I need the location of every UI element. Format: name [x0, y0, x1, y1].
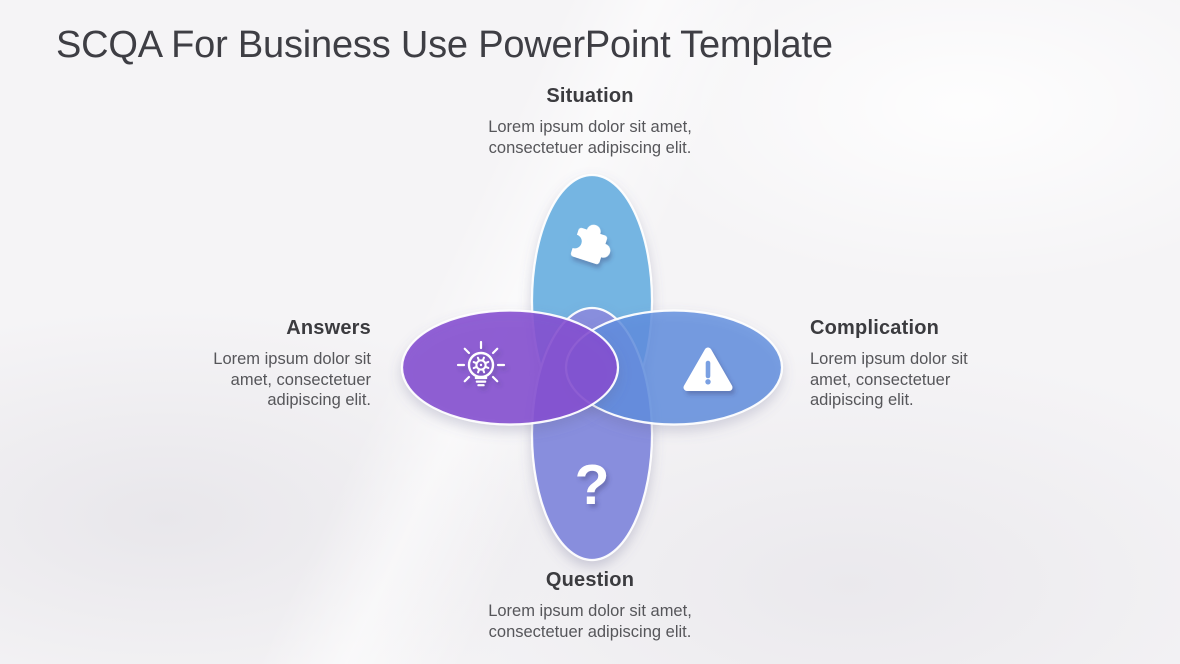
section-situation-body: Lorem ipsum dolor sit amet, consectetuer… [488, 118, 692, 157]
section-answers-body: Lorem ipsum dolor sit amet, consectetuer… [213, 350, 371, 409]
warning-triangle-icon [683, 347, 733, 391]
section-complication-label: Complication [810, 317, 940, 339]
section-complication-body: Lorem ipsum dolor sit amet, consectetuer… [810, 350, 968, 409]
slide-title: SCQA For Business Use PowerPoint Templat… [56, 24, 833, 66]
section-answers-label: Answers [286, 317, 371, 339]
section-question: Question Lorem ipsum dolor sit amet, con… [390, 569, 790, 642]
question-mark-icon: ? [575, 453, 610, 517]
section-answers: Answers Lorem ipsum dolor sit amet, cons… [131, 317, 371, 411]
puzzle-socket-cut [567, 234, 582, 249]
petal-answers [400, 309, 620, 426]
section-question-body: Lorem ipsum dolor sit amet, consectetuer… [488, 602, 692, 641]
section-situation: Situation Lorem ipsum dolor sit amet, co… [390, 85, 790, 158]
section-situation-label: Situation [546, 85, 634, 107]
section-question-label: Question [545, 569, 635, 591]
section-complication: Complication Lorem ipsum dolor sit amet,… [810, 317, 1050, 411]
lightbulb-idea-icon [456, 340, 506, 387]
